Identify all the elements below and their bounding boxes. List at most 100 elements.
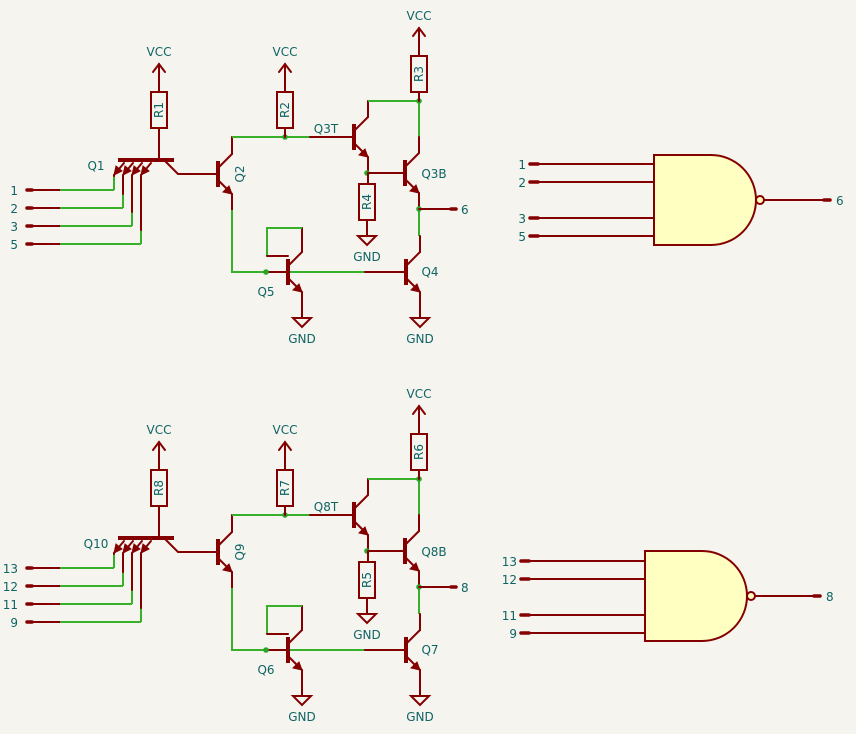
transistor-label-pulldown: Q7 — [421, 643, 438, 657]
emitter-arrow-icon — [409, 562, 420, 572]
transistor-label-clamp: Q5 — [257, 285, 274, 299]
ground-icon — [355, 613, 379, 625]
q2-emitter-net — [231, 588, 267, 651]
gate-input-label-0: 13 — [502, 555, 517, 569]
emitter-arrow-icon — [358, 148, 369, 158]
vcc-label: VCC — [147, 423, 172, 437]
q1-collector-wire — [163, 159, 219, 175]
emitter-arrow-icon — [292, 661, 303, 671]
resistor-label: R6 — [412, 444, 426, 460]
ground-icon — [355, 235, 379, 247]
output-label: 8 — [461, 581, 469, 595]
transistor-label-bottom: Q8B — [421, 545, 446, 559]
output-label: 6 — [461, 203, 469, 217]
emitter-arrow-icon — [222, 563, 233, 573]
transistor-label-top: Q3T — [314, 122, 339, 136]
ground-icon — [408, 317, 432, 329]
gate-input-label-3: 9 — [509, 627, 517, 641]
q3b-collector — [404, 530, 420, 546]
vcc-label: VCC — [273, 423, 298, 437]
q3t-collector — [353, 494, 369, 510]
transistor-label-phase: Q9 — [233, 543, 247, 560]
junction-dot — [263, 269, 269, 275]
resistor-label: R8 — [152, 480, 166, 496]
gnd-label: GND — [406, 710, 434, 724]
resistor-label: R1 — [152, 102, 166, 118]
emitter-arrow-icon — [140, 165, 150, 176]
transistor-label-bottom: Q3B — [421, 167, 446, 181]
q1-collector-wire — [163, 537, 219, 553]
gate-input-label-2: 11 — [502, 609, 517, 623]
q5-collector — [287, 629, 303, 645]
input-label-2: 3 — [10, 220, 18, 234]
transistor-label-clamp: Q6 — [257, 663, 274, 677]
ground-icon — [408, 695, 432, 707]
emitter-arrow-icon — [113, 165, 123, 176]
q3t-collector-net — [368, 478, 420, 515]
transistor-label-multi: Q10 — [84, 537, 109, 551]
transistor-label-phase: Q2 — [233, 165, 247, 182]
nand-gate-1: 13 12 11 9 8 — [502, 550, 834, 642]
ground-icon — [290, 695, 314, 707]
resistor-label: R3 — [412, 66, 426, 82]
gnd-label: GND — [288, 332, 316, 346]
emitter-arrow-icon — [410, 661, 421, 671]
q3t-collector-net — [368, 100, 420, 137]
nand-gate-body — [653, 154, 757, 246]
emitter-arrow-icon — [131, 165, 141, 176]
q2-collector — [217, 153, 233, 169]
emitter-arrow-icon — [222, 185, 233, 195]
gnd-label: GND — [288, 710, 316, 724]
vcc-arrow-icon — [152, 440, 166, 451]
emitter-arrow-icon — [131, 543, 141, 554]
transistor-label-top: Q8T — [314, 500, 339, 514]
input-label-3: 5 — [10, 238, 18, 252]
nand-circuit-1: 1312119Q10R8VCCQ9R7VCCQ8TR6VCCR5GNDQ8B8Q… — [3, 387, 469, 724]
q3t-collector — [353, 116, 369, 132]
vcc-arrow-icon — [412, 26, 426, 37]
emitter-arrow-icon — [113, 543, 123, 554]
gate-input-label-0: 1 — [518, 158, 526, 172]
inverter-bubble-icon — [755, 195, 765, 205]
emitter-arrow-icon — [122, 543, 132, 554]
nand-gate-body — [644, 550, 748, 642]
q4-collector — [405, 251, 421, 267]
ground-icon — [290, 317, 314, 329]
q2-emitter-net — [231, 210, 267, 273]
emitter-arrow-icon — [140, 543, 150, 554]
vcc-arrow-icon — [152, 62, 166, 73]
q4-collector — [405, 629, 421, 645]
input-label-2: 11 — [3, 598, 18, 612]
emitter-arrow-icon — [410, 283, 421, 293]
gate-input-label-3: 5 — [518, 230, 526, 244]
input-label-1: 2 — [10, 202, 18, 216]
resistor-label: R4 — [360, 194, 374, 210]
emitter-arrow-icon — [292, 283, 303, 293]
vcc-arrow-icon — [278, 62, 292, 73]
transistor-label-pulldown: Q4 — [421, 265, 438, 279]
resistor-label: R2 — [278, 102, 292, 118]
junction-dot — [263, 647, 269, 653]
gate-input-label-1: 12 — [502, 573, 517, 587]
gate-input-label-1: 2 — [518, 176, 526, 190]
vcc-label: VCC — [407, 387, 432, 401]
emitter-arrow-icon — [358, 526, 369, 536]
resistor-label: R7 — [278, 480, 292, 496]
gnd-label: GND — [353, 628, 381, 642]
vcc-arrow-icon — [412, 404, 426, 415]
transistor-label-multi: Q1 — [87, 159, 104, 173]
q3b-collector — [404, 152, 420, 168]
vcc-arrow-icon — [278, 440, 292, 451]
input-label-0: 13 — [3, 562, 18, 576]
emitter-arrow-icon — [122, 165, 132, 176]
q5-collector-net — [266, 605, 302, 634]
gate-output-label: 6 — [836, 194, 844, 208]
input-label-1: 12 — [3, 580, 18, 594]
gnd-label: GND — [353, 250, 381, 264]
emitter-arrow-icon — [409, 184, 420, 194]
q5-collector — [287, 251, 303, 267]
gate-output-label: 8 — [826, 590, 834, 604]
q5-collector-net — [266, 227, 302, 256]
